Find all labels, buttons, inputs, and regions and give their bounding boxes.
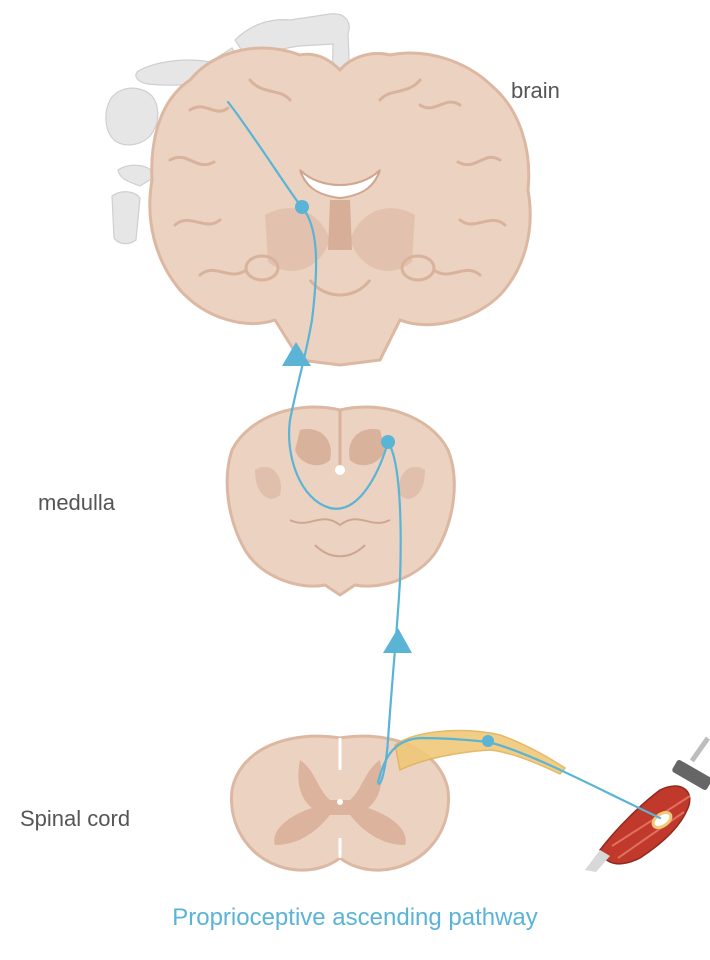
brain-section [150, 48, 530, 365]
label-spinal-cord: Spinal cord [20, 806, 130, 832]
medulla-neuron [381, 435, 395, 449]
reflex-hammer-icon [671, 737, 710, 791]
label-medulla: medulla [38, 490, 115, 516]
medulla-section [227, 407, 454, 595]
thalamus-neuron [295, 200, 309, 214]
ganglion-neuron [482, 735, 494, 747]
figure-caption: Proprioceptive ascending pathway [0, 904, 710, 932]
label-brain: brain [511, 78, 560, 104]
pathway-arrow-lower [383, 628, 412, 653]
muscle-spindle-icon [585, 786, 690, 872]
